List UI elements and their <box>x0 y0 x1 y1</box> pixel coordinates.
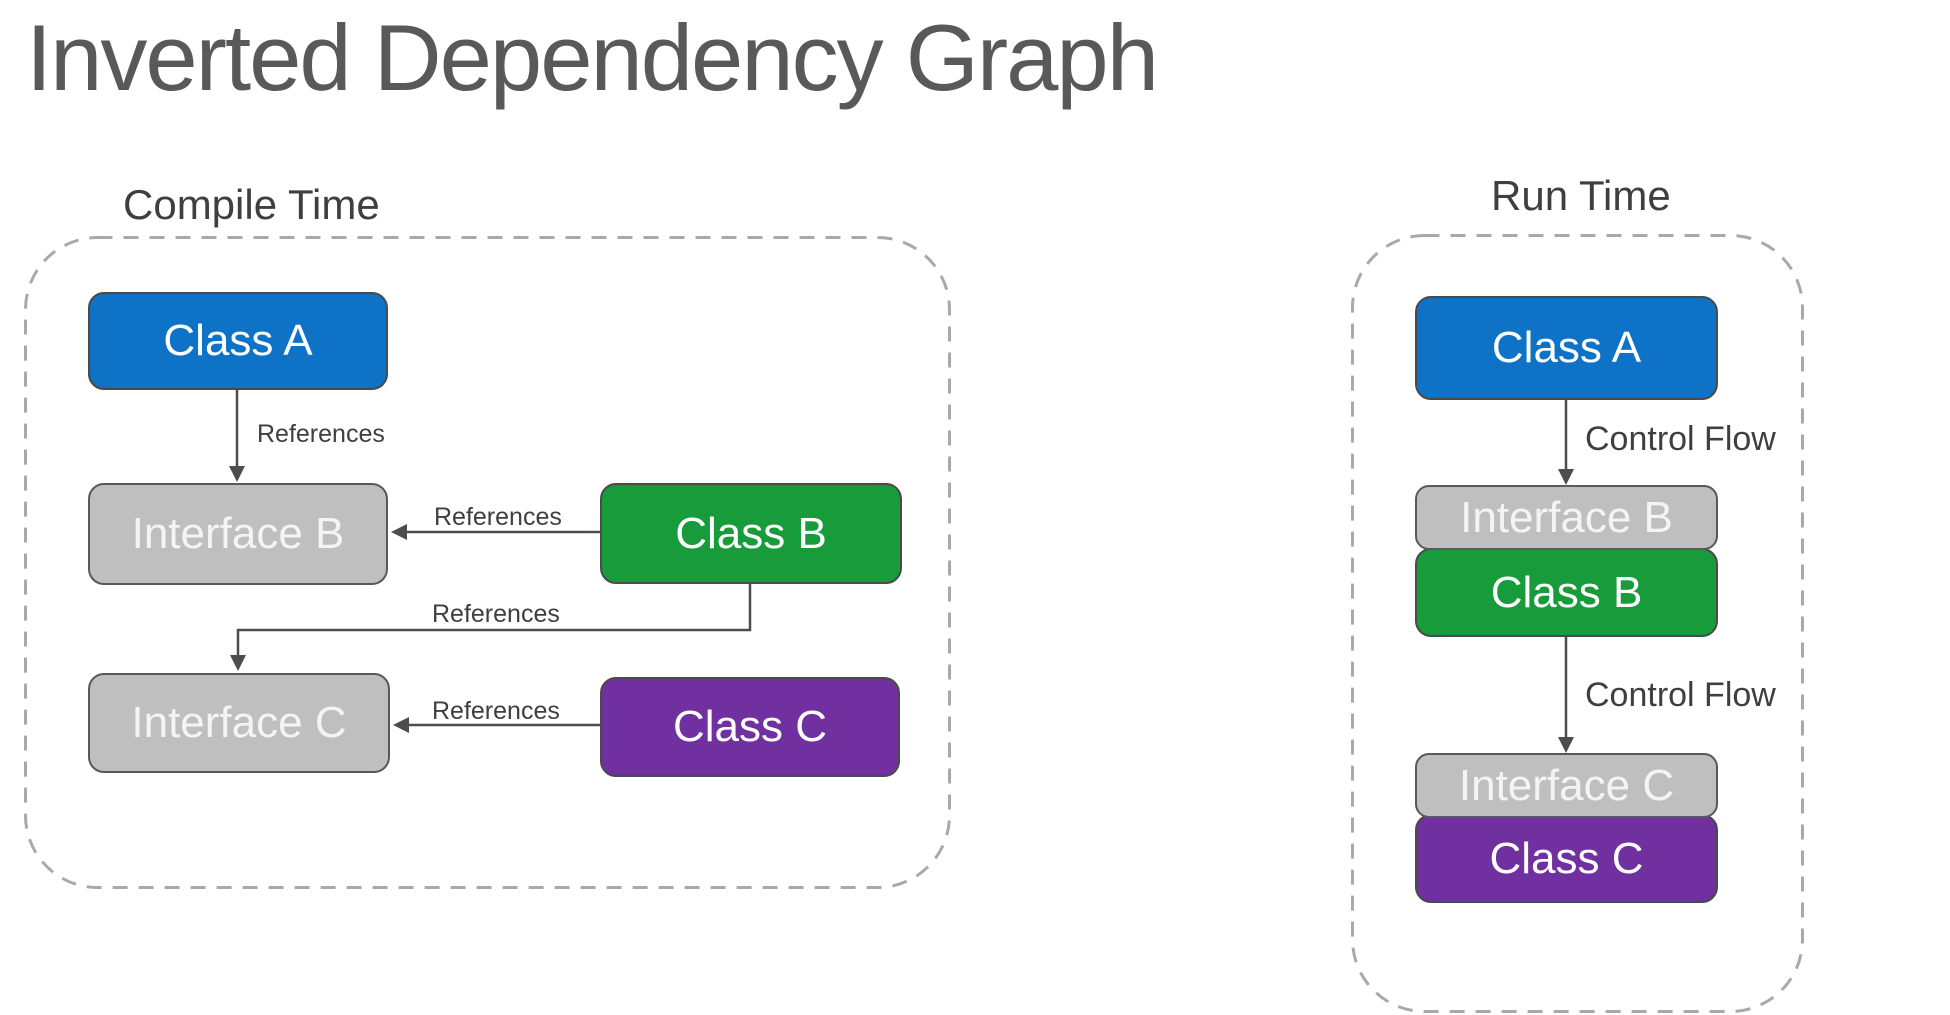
compile-class-c-node: Class C <box>600 677 900 777</box>
edge-classB-interfaceC-arrowhead <box>230 655 246 671</box>
edge-classB-interfaceB-label: References <box>434 503 562 531</box>
compile-class-b-node: Class B <box>600 483 902 584</box>
run-class-a-node: Class A <box>1415 296 1718 400</box>
run-interface-b-node: Interface B <box>1415 485 1718 550</box>
run-class-c-node: Class C <box>1415 814 1718 903</box>
edge-classC-interfaceC-arrowhead <box>393 717 409 733</box>
edge-classA-interfaceB-label: References <box>257 420 385 448</box>
edge-classA-interfaceB-arrowhead <box>229 466 245 482</box>
edge-classB-interfaceC-label: References <box>432 600 560 628</box>
compile-class-a-node: Class A <box>88 292 388 390</box>
run-edge-classB-interfaceC-label: Control Flow <box>1585 676 1776 714</box>
run-edge-classA-interfaceB-arrowhead <box>1558 469 1574 485</box>
edge-classB-interfaceB-arrowhead <box>391 524 407 540</box>
edge-classC-interfaceC-label: References <box>432 697 560 725</box>
run-edge-classB-interfaceC-arrowhead <box>1558 737 1574 753</box>
compile-interface-c-node: Interface C <box>88 673 390 773</box>
run-class-b-node: Class B <box>1415 548 1718 637</box>
run-edge-classA-interfaceB-label: Control Flow <box>1585 420 1776 458</box>
run-time-heading: Run Time <box>1491 172 1671 219</box>
compile-time-heading: Compile Time <box>123 181 380 228</box>
page-title: Inverted Dependency Graph <box>26 5 1159 110</box>
compile-interface-b-node: Interface B <box>88 483 388 585</box>
run-interface-c-node: Interface C <box>1415 753 1718 818</box>
